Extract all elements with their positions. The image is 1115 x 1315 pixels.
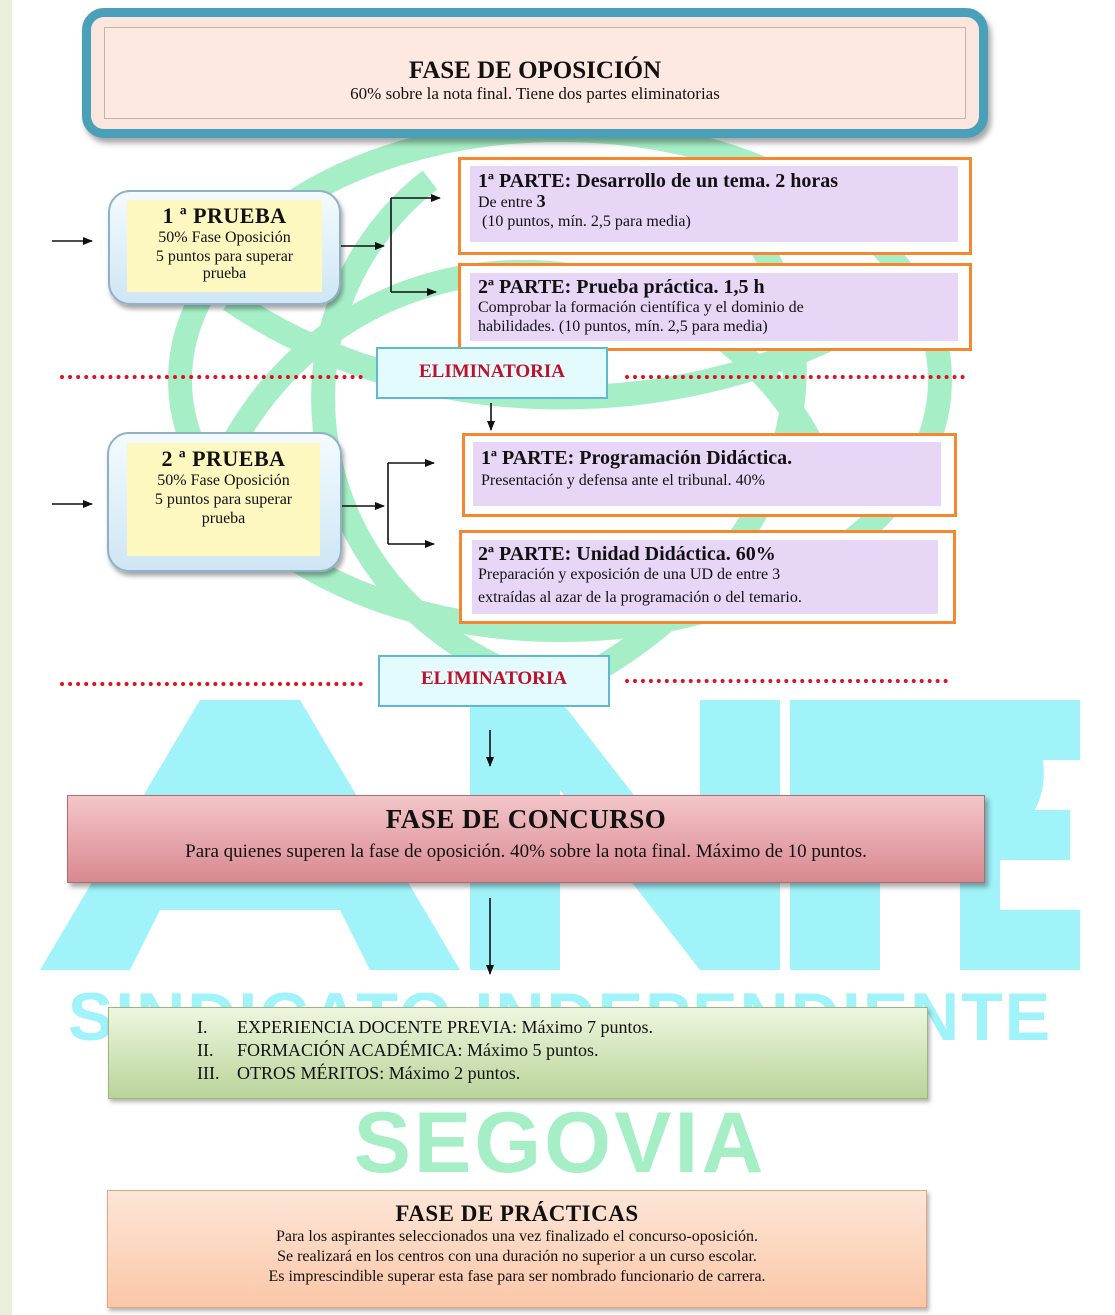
prueba-1-parte-2-title: 2ª PARTE: Prueba práctica. 1,5 h <box>478 276 765 298</box>
merito-item: III. OTROS MÉRITOS: Máximo 2 puntos. <box>197 1062 520 1084</box>
prueba-2-content: 2 ª PRUEBA 50% Fase Oposición 5 puntos p… <box>127 443 320 556</box>
prueba-1-parte-1-line2: (10 puntos, mín. 2,5 para media) <box>482 213 691 230</box>
prueba-1-parte-1-number: 3 <box>536 191 546 211</box>
fase-practicas-title: FASE DE PRÁCTICAS <box>395 1201 639 1226</box>
prueba-2-line3: prueba <box>201 510 246 527</box>
merito-text: OTROS MÉRITOS: Máximo 2 puntos. <box>237 1063 521 1083</box>
prueba-1-parte-2-line1: Comprobar la formación científica y el d… <box>478 299 804 316</box>
merito-text: EXPERIENCIA DOCENTE PREVIA: Máximo 7 pun… <box>237 1017 653 1037</box>
merito-item: I. EXPERIENCIA DOCENTE PREVIA: Máximo 7 p… <box>197 1016 653 1038</box>
prueba-2-parte-2-line2: extraídas al azar de la programación o d… <box>478 589 802 606</box>
fase-oposicion-subtitle: 60% sobre la nota final. Tiene dos parte… <box>350 84 720 103</box>
prueba-1-parte-2-content: 2ª PARTE: Prueba práctica. 1,5 h Comprob… <box>470 273 958 341</box>
fase-oposicion-title: FASE DE OPOSICIÓN <box>408 57 662 84</box>
prueba-2-parte-1-title: 1ª PARTE: Programación Didáctica. <box>481 447 793 469</box>
eliminatoria-1-dotted-left <box>60 375 363 379</box>
fase-concurso-title: FASE DE CONCURSO <box>385 804 667 834</box>
prueba-1-parte-1-line1: De entre <box>478 194 537 211</box>
prueba-2-parte-1-line1: Presentación y defensa ante el tribunal.… <box>481 472 765 489</box>
merito-text: FORMACIÓN ACADÉMICA: Máximo 5 puntos. <box>237 1040 599 1060</box>
prueba-1-line1: 50% Fase Oposición <box>158 229 291 246</box>
svg-text:SEGOVIA: SEGOVIA <box>354 1095 767 1191</box>
prueba-1-line3: prueba <box>202 265 247 282</box>
eliminatoria-2-dotted-right <box>625 679 948 683</box>
fase-oposicion-header: FASE DE OPOSICIÓN 60% sobre la nota fina… <box>104 27 966 119</box>
prueba-2-parte-2-content: 2ª PARTE: Unidad Didáctica. 60% Preparac… <box>472 540 938 614</box>
prueba-1-parte-1-title: 1ª PARTE: Desarrollo de un tema. 2 horas <box>478 170 839 192</box>
fase-practicas-box: FASE DE PRÁCTICAS Para los aspirantes se… <box>107 1190 927 1308</box>
left-border-strip <box>0 0 12 1315</box>
fase-practicas-line2: Se realizará en los centros con una dura… <box>277 1248 757 1265</box>
prueba-2-line2: 5 puntos para superar <box>154 491 293 508</box>
prueba-1-parte-1-content: 1ª PARTE: Desarrollo de un tema. 2 horas… <box>470 166 958 242</box>
prueba-2-parte-1-content: 1ª PARTE: Programación Didáctica. Presen… <box>473 442 941 506</box>
merito-number: III. <box>197 1063 220 1083</box>
prueba-2-parte-2-title: 2ª PARTE: Unidad Didáctica. 60% <box>478 543 776 565</box>
prueba-2-line1: 50% Fase Oposición <box>157 472 290 489</box>
fase-concurso-subtitle: Para quienes superen la fase de oposició… <box>185 841 867 862</box>
prueba-2-parte-2-line1: Preparación y exposición de una UD de en… <box>478 566 781 583</box>
prueba-2-title: 2 ª PRUEBA <box>161 446 286 471</box>
eliminatoria-1-label: ELIMINATORIA <box>376 347 608 399</box>
prueba-1-title: 1 ª PRUEBA <box>162 203 287 228</box>
merito-number: I. <box>197 1017 208 1037</box>
eliminatoria-1-dotted-right <box>625 375 965 379</box>
prueba-1-parte-2-line2: habilidades. (10 puntos, mín. 2,5 para m… <box>478 318 768 335</box>
merito-item: II. FORMACIÓN ACADÉMICA: Máximo 5 puntos. <box>197 1039 599 1061</box>
prueba-1-content: 1 ª PRUEBA 50% Fase Oposición 5 puntos p… <box>127 200 322 292</box>
eliminatoria-2-dotted-left <box>60 682 363 686</box>
merito-number: II. <box>197 1040 214 1060</box>
fase-practicas-line1: Para los aspirantes seleccionados una ve… <box>275 1228 759 1245</box>
meritos-box: I. EXPERIENCIA DOCENTE PREVIA: Máximo 7 p… <box>108 1007 928 1099</box>
eliminatoria-2-label: ELIMINATORIA <box>378 655 610 707</box>
prueba-1-line2: 5 puntos para superar <box>155 248 294 265</box>
fase-concurso-box: FASE DE CONCURSO Para quienes superen la… <box>67 795 985 883</box>
fase-practicas-line3: Es imprescindible superar esta fase para… <box>268 1268 766 1285</box>
